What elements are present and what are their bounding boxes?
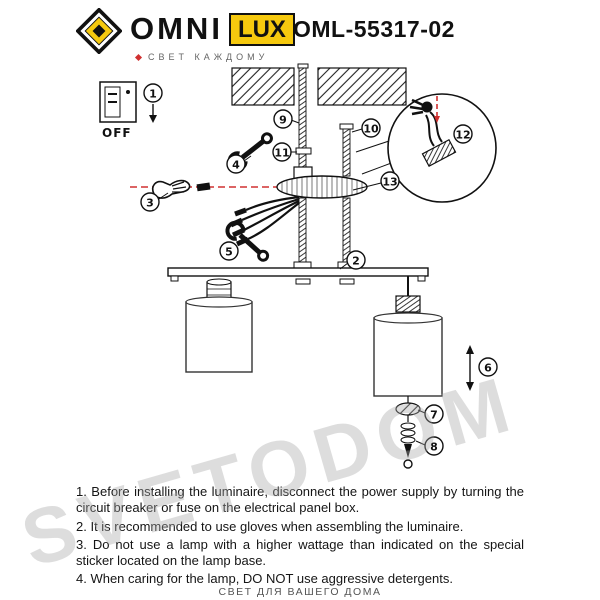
callout-1: 1 <box>143 83 163 103</box>
svg-text:9: 9 <box>279 114 287 127</box>
instructions-block: 1. Before installing the luminaire, disc… <box>76 484 524 590</box>
brand-name-primary: OMNI <box>130 11 223 46</box>
callout-3: 3 <box>140 192 160 212</box>
callout-11: 11 <box>272 142 292 162</box>
svg-text:12: 12 <box>455 129 470 142</box>
brand-logo: OMNI LUX <box>76 8 295 54</box>
callout-4: 4 <box>226 154 246 174</box>
callout-9: 9 <box>273 109 293 129</box>
callout-6: 6 <box>478 357 498 377</box>
callout-13: 13 <box>380 171 400 191</box>
height-arrow <box>466 345 474 391</box>
svg-text:13: 13 <box>382 176 397 189</box>
svg-text:11: 11 <box>274 147 289 160</box>
instruction-2: 2. It is recommended to use gloves when … <box>76 518 464 534</box>
callout-8: 8 <box>424 436 444 456</box>
lamp-left <box>185 278 253 373</box>
svg-text:8: 8 <box>430 441 438 454</box>
svg-text:4: 4 <box>232 159 240 172</box>
canopy <box>276 166 368 199</box>
washer-part <box>395 396 421 422</box>
lamp-right <box>373 276 443 397</box>
svg-text:3: 3 <box>146 197 154 210</box>
instruction-3: 3. Do not use a lamp with a higher watta… <box>76 536 524 568</box>
brand-name-secondary: LUX <box>228 12 295 46</box>
diamond-logo-icon <box>76 8 122 54</box>
assembly-diagram: OFF <box>99 63 498 469</box>
svg-text:10: 10 <box>363 123 379 136</box>
ceiling-hatch <box>231 67 407 106</box>
header: OMNI LUX СВЕТ КАЖДОМУ OML-55317-02 <box>0 6 600 62</box>
svg-text:1: 1 <box>149 88 157 101</box>
callout-10: 10 <box>361 118 381 138</box>
model-number: OML-55317-02 <box>293 16 455 42</box>
callout-2: 2 <box>346 250 366 270</box>
callout-5: 5 <box>219 241 239 261</box>
callout-12: 12 <box>453 124 473 144</box>
panel-arrow-icon <box>149 104 157 123</box>
footer-slogan: СВЕТ ДЛЯ ВАШЕГО ДОМА <box>218 586 382 598</box>
detail-circle <box>355 93 497 203</box>
svg-text:2: 2 <box>352 255 360 268</box>
svg-text:6: 6 <box>484 362 492 375</box>
brand-tagline: СВЕТ КАЖДОМУ <box>134 52 268 62</box>
callout-7: 7 <box>424 404 444 424</box>
off-label: OFF <box>102 126 132 140</box>
instruction-1: 1. Before installing the luminaire, disc… <box>76 484 524 516</box>
screw-part <box>400 422 416 469</box>
svg-text:5: 5 <box>225 246 233 259</box>
hand-icon <box>151 179 191 199</box>
detail-socket <box>409 98 457 168</box>
wrench-icon-bottom <box>225 220 270 262</box>
breaker-panel-icon: OFF <box>99 81 137 140</box>
mounting-rod-center <box>295 63 312 269</box>
instruction-4: 4. When caring for the lamp, DO NOT use … <box>76 571 453 587</box>
mounting-bar <box>167 261 429 285</box>
svg-text:7: 7 <box>430 409 438 422</box>
